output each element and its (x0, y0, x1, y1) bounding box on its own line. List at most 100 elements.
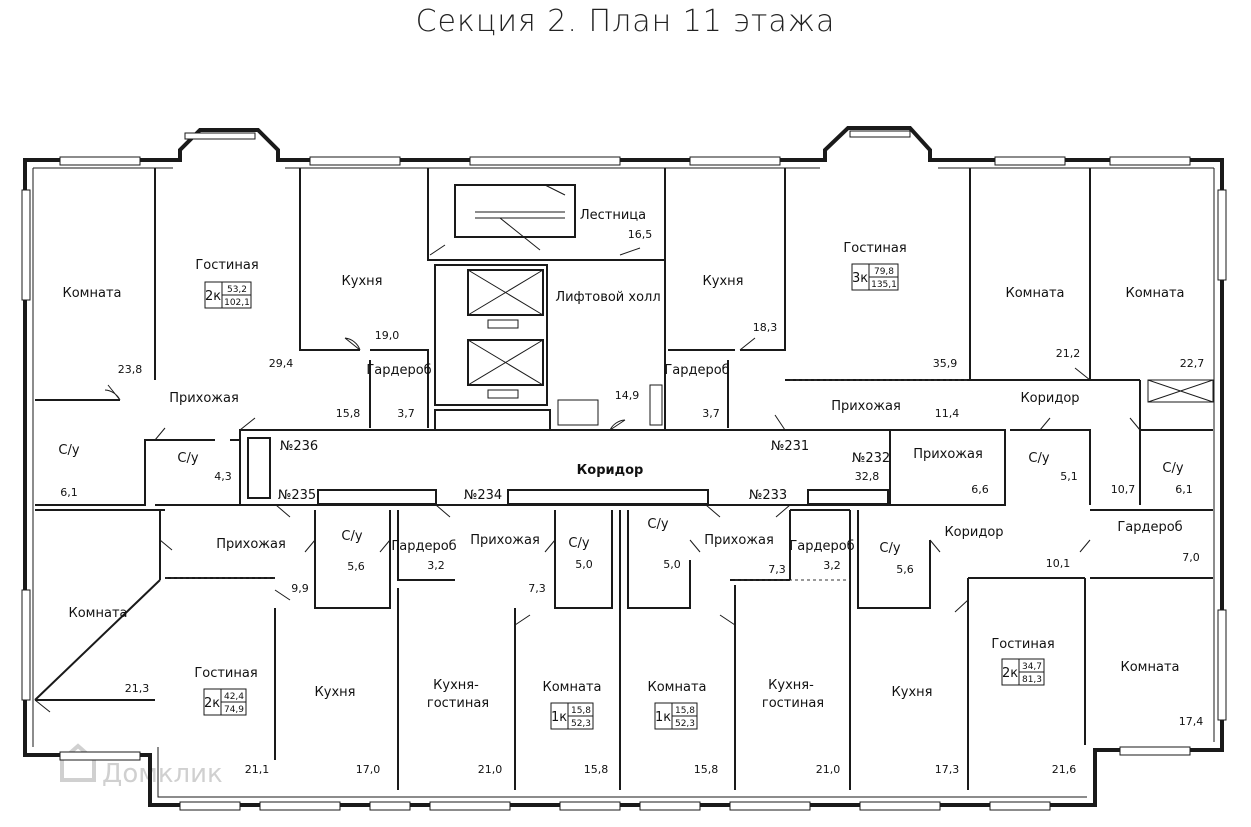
room-area: 6,6 (971, 483, 989, 496)
badge-rooms: 1к (655, 710, 671, 725)
room-label: Гардероб (391, 539, 456, 554)
apartment-badge-234: 1к 15,8 52,3 (550, 702, 594, 730)
apartment-badge-233: 1к 15,8 52,3 (654, 702, 698, 730)
kitchen-living-line2: гостиная (427, 696, 489, 711)
corridor-label: Коридор (577, 463, 644, 478)
room-label: Кухня (703, 274, 744, 289)
badge-total: 74,9 (224, 705, 244, 715)
watermark-text: Домклик (102, 759, 223, 789)
badge-total: 52,3 (571, 719, 591, 729)
room-label: Кухня (892, 685, 933, 700)
door-swings (34, 244, 1141, 713)
room-area: 15,8 (584, 763, 609, 776)
badge-rooms: 3к (852, 271, 868, 286)
room-label: С/у (58, 443, 79, 458)
room-area: 16,5 (628, 228, 653, 241)
room-label: Кухня (315, 685, 356, 700)
room-label: Прихожая (169, 391, 239, 406)
badge-rooms: 2к (1002, 666, 1018, 681)
badge-total: 52,3 (675, 719, 695, 729)
room-area: 15,8 (694, 763, 719, 776)
room-label: Гардероб (366, 363, 431, 378)
room-area: 3,7 (397, 407, 415, 420)
room-label: Гостиная (843, 241, 906, 256)
badge-rooms: 2к (205, 289, 221, 304)
kitchen-living-line1: Кухня- (433, 678, 479, 693)
room-area: 17,3 (935, 763, 960, 776)
badge-living: 53,2 (227, 285, 247, 295)
room-area: 5,0 (575, 558, 593, 571)
room-label: Прихожая (216, 537, 286, 552)
room-area: 11,4 (935, 407, 960, 420)
room-label: Комната (1126, 286, 1185, 301)
room-area: 10,7 (1111, 483, 1136, 496)
room-area: 22,7 (1180, 357, 1205, 370)
badge-total: 135,1 (871, 280, 897, 290)
room-label: С/у (1162, 461, 1183, 476)
watermark: Домклик (60, 743, 223, 789)
kitchen-living-line1: Кухня- (768, 678, 814, 693)
room-area: 4,3 (214, 470, 232, 483)
room-area: 15,8 (336, 407, 361, 420)
room-area: 9,9 (291, 582, 309, 595)
interior-walls (34, 168, 1214, 790)
room-label: Комната (543, 680, 602, 695)
apartment-badge-236: 2к 53,2 102,1 (204, 281, 252, 309)
room-area: 17,0 (356, 763, 381, 776)
room-area: 5,6 (896, 563, 914, 576)
badge-rooms: 2к (204, 696, 220, 711)
room-area: 18,3 (753, 321, 778, 334)
corridor-area: 32,8 (855, 470, 880, 483)
room-area: 5,0 (663, 558, 681, 571)
room-label: С/у (341, 529, 362, 544)
room-area: 21,2 (1056, 347, 1081, 360)
badge-living: 42,4 (224, 692, 244, 702)
room-label: Лестница (580, 208, 646, 223)
room-label: Коридор (1020, 391, 1079, 406)
room-area: 7,3 (528, 582, 546, 595)
room-area: 3,7 (702, 407, 720, 420)
room-area: 6,1 (1175, 483, 1193, 496)
room-area: 5,1 (1060, 470, 1078, 483)
room-area: 21,6 (1052, 763, 1077, 776)
room-label: Прихожая (470, 533, 540, 548)
room-label: С/у (1028, 451, 1049, 466)
room-label: Комната (648, 680, 707, 695)
apartment-number: №235 (278, 488, 316, 503)
room-area: 19,0 (375, 329, 400, 342)
badge-total: 102,1 (224, 298, 250, 308)
room-area: 5,6 (347, 560, 365, 573)
kitchen-living-line2: гостиная (762, 696, 824, 711)
room-label: С/у (647, 517, 668, 532)
room-area: 3,2 (427, 559, 445, 572)
plan-title: Секция 2. План 11 этажа (415, 4, 836, 39)
room-label: Коридор (944, 525, 1003, 540)
room-area: 3,2 (823, 559, 841, 572)
apartment-badge-232: 2к 34,7 81,3 (1001, 658, 1045, 686)
room-area: 10,1 (1046, 557, 1071, 570)
room-label: Прихожая (704, 533, 774, 548)
room-label: Гардероб (1117, 520, 1182, 535)
badge-living: 79,8 (874, 267, 894, 277)
room-area: 35,9 (933, 357, 958, 370)
room-label: Комната (69, 606, 128, 621)
room-area: 21,3 (125, 682, 150, 695)
apartment-number: №232 (852, 451, 890, 466)
room-label: Комната (63, 286, 122, 301)
apartment-number: №234 (464, 488, 502, 503)
room-area: 6,1 (60, 486, 78, 499)
room-labels: Комната 23,8 Гостиная 29,4 Кухня 19,0 Ле… (58, 208, 1204, 776)
room-area: 17,4 (1179, 715, 1204, 728)
room-label: Гардероб (664, 363, 729, 378)
room-label: Комната (1006, 286, 1065, 301)
badge-rooms: 1к (551, 710, 567, 725)
room-label: Гардероб (789, 539, 854, 554)
apartment-badge-231: 3к 79,8 135,1 (851, 263, 899, 291)
room-area: 7,3 (768, 563, 786, 576)
room-label: Лифтовой холл (555, 290, 660, 305)
room-label: С/у (177, 451, 198, 466)
windows (21, 130, 1227, 811)
room-area: 23,8 (118, 363, 143, 376)
badge-living: 15,8 (675, 706, 695, 716)
